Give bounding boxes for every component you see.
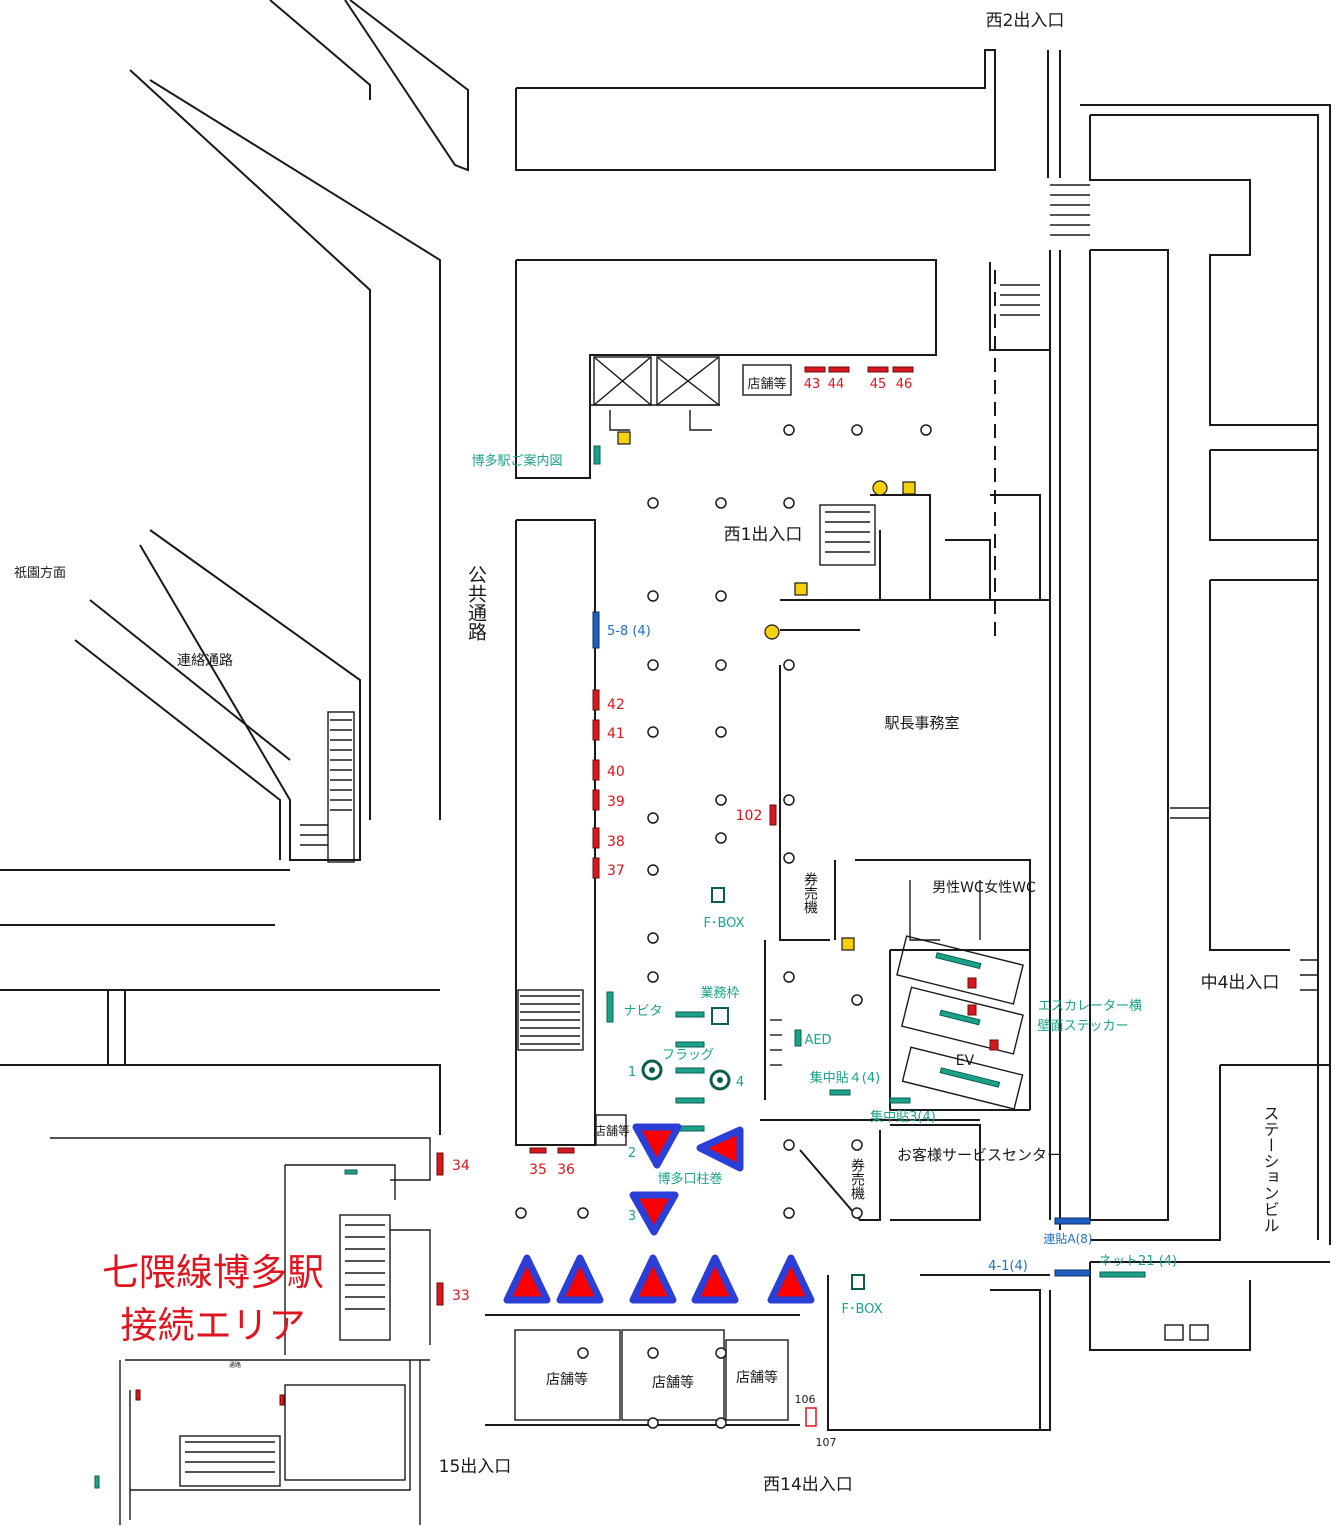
entrance-west14: 西14出入口	[763, 1475, 853, 1495]
flag-num-2: 2	[628, 1146, 636, 1161]
ad-num-37: 37	[607, 863, 625, 879]
area-womens-wc: 女性WC	[984, 879, 1036, 896]
marker-up-1	[503, 1254, 551, 1304]
area-ticket-machine-2: 券売機	[849, 1158, 865, 1201]
label-ad-41: 4-1(4)	[988, 1259, 1028, 1274]
label-wall-sticker: 壁面ステッカー	[1037, 1019, 1128, 1034]
label-hakataguchi: 博多口柱巻	[657, 1171, 722, 1187]
ad-num-42: 42	[607, 697, 625, 713]
ad-num-44: 44	[828, 377, 845, 392]
label-ad-58: 5-8 (4)	[607, 624, 651, 639]
marker-up-5	[767, 1254, 815, 1304]
entrance-naka4: 中4出入口	[1201, 973, 1280, 993]
area-shop-b2: 店舗等	[652, 1374, 694, 1391]
area-shop-b1: 店舗等	[546, 1371, 588, 1388]
area-ticket-machine-1: 券売機	[802, 872, 818, 915]
ad-num-35: 35	[529, 1162, 547, 1178]
area-mens-wc: 男性WC	[932, 880, 984, 896]
label-fbox-2: F･BOX	[842, 1302, 883, 1317]
bottom-buildings	[485, 1274, 1051, 1431]
label-flag: フラッグ	[662, 1048, 714, 1063]
label-renchoA: 連貼A(8)	[1043, 1231, 1092, 1246]
marker-left	[696, 1126, 744, 1172]
entrance-west1: 西1出入口	[724, 525, 803, 545]
area-shop-b3: 店舗等	[736, 1369, 778, 1386]
pillars	[515, 424, 932, 1429]
connection-area-title-line2: 接続エリア	[121, 1304, 306, 1347]
ad-num-33: 33	[452, 1288, 470, 1304]
area-station-office: 駅長事務室	[884, 714, 959, 732]
ad-num-36: 36	[557, 1162, 575, 1178]
right-stairs-icon	[1000, 184, 1318, 991]
area-shop-top: 店舗等	[747, 376, 786, 392]
escalators	[896, 935, 1024, 1110]
label-navita: ナビタ	[623, 1004, 662, 1019]
area-customer-service: お客様サービスセンター	[897, 1146, 1062, 1164]
area-kokyo: 公共通路	[465, 565, 487, 641]
marker-up-3	[629, 1254, 677, 1304]
ad-num-107: 107	[816, 1436, 837, 1449]
flag-numbers: 1 4 2 3	[628, 1065, 744, 1224]
left-stairs-icon	[300, 719, 352, 846]
ad-num-38: 38	[607, 834, 625, 850]
concourse-walls	[515, 270, 1050, 1221]
area-inset-passage: 通路	[229, 1361, 241, 1369]
label-aed: AED	[804, 1033, 831, 1048]
top-buildings	[515, 49, 1061, 479]
label-net21: ネット21 (4)	[1099, 1254, 1177, 1269]
ad-num-40: 40	[607, 764, 625, 780]
area-shop-mid: 店舗等	[594, 1124, 630, 1138]
entrance-west2: 西2出入口	[986, 11, 1065, 31]
ad-num-43: 43	[804, 377, 821, 392]
label-hakata-guide: 博多駅ご案内図	[471, 453, 562, 469]
flag-num-1: 1	[628, 1065, 636, 1080]
flag-pole-icon	[641, 1059, 731, 1091]
flag-num-3: 3	[628, 1209, 636, 1224]
ad-num-45: 45	[870, 377, 887, 392]
left-buildings	[0, 0, 469, 1135]
label-fbox-1: F･BOX	[704, 916, 745, 931]
label-escalator-side: エスカレーター横	[1038, 999, 1142, 1014]
fbox-icon	[711, 887, 865, 1290]
area-ev: EV	[956, 1053, 975, 1069]
marker-down-1	[632, 1123, 682, 1169]
location-markers	[503, 1123, 815, 1304]
connection-area-title-line1: 七隈線博多駅	[102, 1251, 324, 1294]
yellow-fixtures-icon	[617, 431, 916, 951]
label-gyomu: 業務枠	[700, 985, 739, 1001]
marker-up-2	[556, 1254, 604, 1304]
ad-num-34: 34	[452, 1158, 470, 1174]
label-shuchu4: 集中貼４(4)	[810, 1070, 880, 1086]
ad-num-46: 46	[896, 377, 913, 392]
entrance-15: 15出入口	[439, 1457, 512, 1477]
marker-down-2	[629, 1191, 679, 1236]
area-renraku: 連絡通路	[177, 653, 233, 669]
connection-area-inset	[0, 1137, 440, 1529]
ad-num-102: 102	[736, 808, 763, 824]
label-shuchu3: 集中貼3(4)	[870, 1109, 936, 1125]
ad-num-41: 41	[607, 726, 625, 742]
ad-numbers: 43 44 45 46 42 41 40 39 38 37 102 34 35 …	[452, 377, 912, 1449]
marker-up-4	[691, 1254, 739, 1304]
ad-num-106: 106	[795, 1393, 816, 1406]
ad-num-39: 39	[607, 794, 625, 810]
concourse-stairs-icon	[520, 511, 870, 1066]
area-station-building: ステーションビル	[1261, 1105, 1280, 1233]
area-gion: 祇園方面	[14, 565, 66, 581]
flag-num-4: 4	[736, 1075, 744, 1090]
right-buildings	[989, 104, 1331, 1351]
